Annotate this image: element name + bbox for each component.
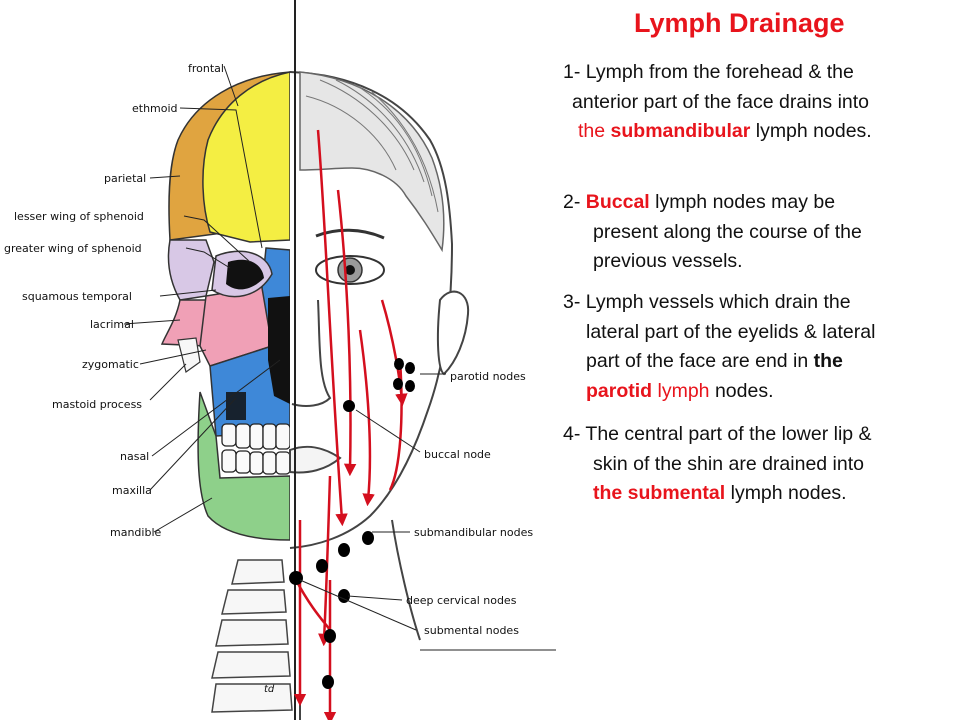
label-buccal-node: buccal node <box>424 448 491 461</box>
label-lesser-wing: lesser wing of sphenoid <box>14 210 144 223</box>
label-mastoid: mastoid process <box>52 398 142 411</box>
point-3-text: part of the face are end in <box>586 350 814 372</box>
nose <box>291 299 332 407</box>
point-4: 4- The central part of the lower lip & s… <box>563 420 872 509</box>
lymph-drainage-figure: frontal ethmoid parietal lesser wing of … <box>4 0 556 720</box>
point-3-line-4: parotid lymph nodes. <box>563 377 875 407</box>
orbit-shadow <box>226 259 264 290</box>
lips <box>289 445 342 474</box>
artist-signature: td <box>264 684 275 695</box>
label-deep-cervical-nodes: deep cervical nodes <box>406 594 517 607</box>
point-1-line-2: anterior part of the face drains into <box>572 90 870 113</box>
lymph-vessels <box>293 129 408 720</box>
parotid-node <box>405 362 415 374</box>
nasal-cavity <box>268 296 290 404</box>
label-submandibular-nodes: submandibular nodes <box>414 526 533 539</box>
anatomy-diagram: frontal ethmoid parietal lesser wing of … <box>4 0 556 720</box>
label-ethmoid: ethmoid <box>132 102 178 115</box>
lymph-nodes <box>289 358 415 689</box>
point-2-line-1: 2- Buccal lymph nodes may be <box>563 188 862 218</box>
label-maxilla: maxilla <box>112 484 152 497</box>
eyebrow <box>315 228 385 240</box>
point-3-lymph: lymph <box>652 379 710 402</box>
point-3-line-3: part of the face are end in the <box>563 347 875 377</box>
point-1-the: the <box>578 120 611 142</box>
neck <box>299 519 421 720</box>
mastoid-process <box>177 337 201 374</box>
point-3-line-1: 3- Lymph vessels which drain the <box>563 291 851 313</box>
submandibular-node <box>362 531 374 545</box>
parotid-node <box>393 378 403 390</box>
submental-node <box>289 571 303 585</box>
ear <box>436 290 470 376</box>
parotid-node <box>394 358 404 370</box>
greater-wing-sphenoid <box>167 239 215 301</box>
deep-cervical-node <box>322 675 334 689</box>
cervical-spine <box>211 559 293 713</box>
submandibular-node <box>338 543 350 557</box>
point-1: 1- Lymph from the forehead & the anterio… <box>563 58 872 147</box>
point-4-line-1: 4- The central part of the lower lip & <box>563 423 872 445</box>
cheek-shadow <box>226 392 246 420</box>
label-frontal: frontal <box>188 62 224 75</box>
page-title: Lymph Drainage <box>634 8 845 38</box>
deep-cervical-node <box>324 629 336 643</box>
deep-cervical-node <box>338 589 350 603</box>
bone-labels: frontal ethmoid parietal lesser wing of … <box>4 62 224 539</box>
point-2-number: 2- <box>563 191 586 213</box>
point-3-line-2: lateral part of the eyelids & lateral <box>586 320 876 343</box>
teeth <box>221 423 291 475</box>
point-4-line-3: the submental lymph nodes. <box>563 479 872 509</box>
point-2-buccal: Buccal <box>585 191 650 213</box>
buccal-node <box>343 400 355 412</box>
parotid-node <box>405 380 415 392</box>
frontal-bone <box>202 71 291 243</box>
point-2-line-2: present along the course of the <box>593 220 862 243</box>
mandible-bone <box>197 391 291 541</box>
point-2-rest: lymph nodes may be <box>649 191 836 213</box>
face-half <box>289 71 470 720</box>
label-zygomatic: zygomatic <box>82 358 139 371</box>
point-4-rest: lymph nodes. <box>725 482 847 504</box>
point-2-line-3: previous vessels. <box>593 250 743 272</box>
skull-half <box>160 71 293 713</box>
pupil <box>345 265 355 275</box>
point-3: 3- Lymph vessels which drain the lateral… <box>563 288 875 406</box>
submandibular-node <box>316 559 328 573</box>
point-3-parotid: parotid <box>586 379 653 402</box>
point-3-the: the <box>813 350 843 372</box>
label-nasal: nasal <box>120 450 149 463</box>
label-lacrimal: lacrimal <box>90 318 134 331</box>
point-3-nodes: nodes. <box>709 379 774 402</box>
text-panel: Lymph Drainage 1- Lymph from the forehea… <box>556 0 960 720</box>
node-labels: parotid nodes buccal node submandibular … <box>264 370 533 695</box>
point-1-line-3: the submandibular lymph nodes. <box>563 117 872 147</box>
label-submental-nodes: submental nodes <box>424 624 519 637</box>
label-mandible: mandible <box>110 526 162 539</box>
point-1-lymph-nodes: lymph nodes. <box>750 120 872 142</box>
hair <box>299 71 445 253</box>
label-parietal: parietal <box>104 172 146 185</box>
point-2: 2- Buccal lymph nodes may be present alo… <box>563 188 862 277</box>
label-squamous-temporal: squamous temporal <box>22 290 132 303</box>
point-4-line-2: skin of the shin are drained into <box>593 452 865 475</box>
label-greater-wing: greater wing of sphenoid <box>4 242 142 255</box>
point-1-line-1: 1- Lymph from the forehead & the <box>563 61 854 83</box>
point-4-the-submental: the submental <box>593 482 726 504</box>
label-parotid-nodes: parotid nodes <box>450 370 526 383</box>
point-1-submandibular: submandibular <box>610 120 751 142</box>
leader-lines <box>123 65 556 651</box>
hair-strands <box>305 79 439 213</box>
